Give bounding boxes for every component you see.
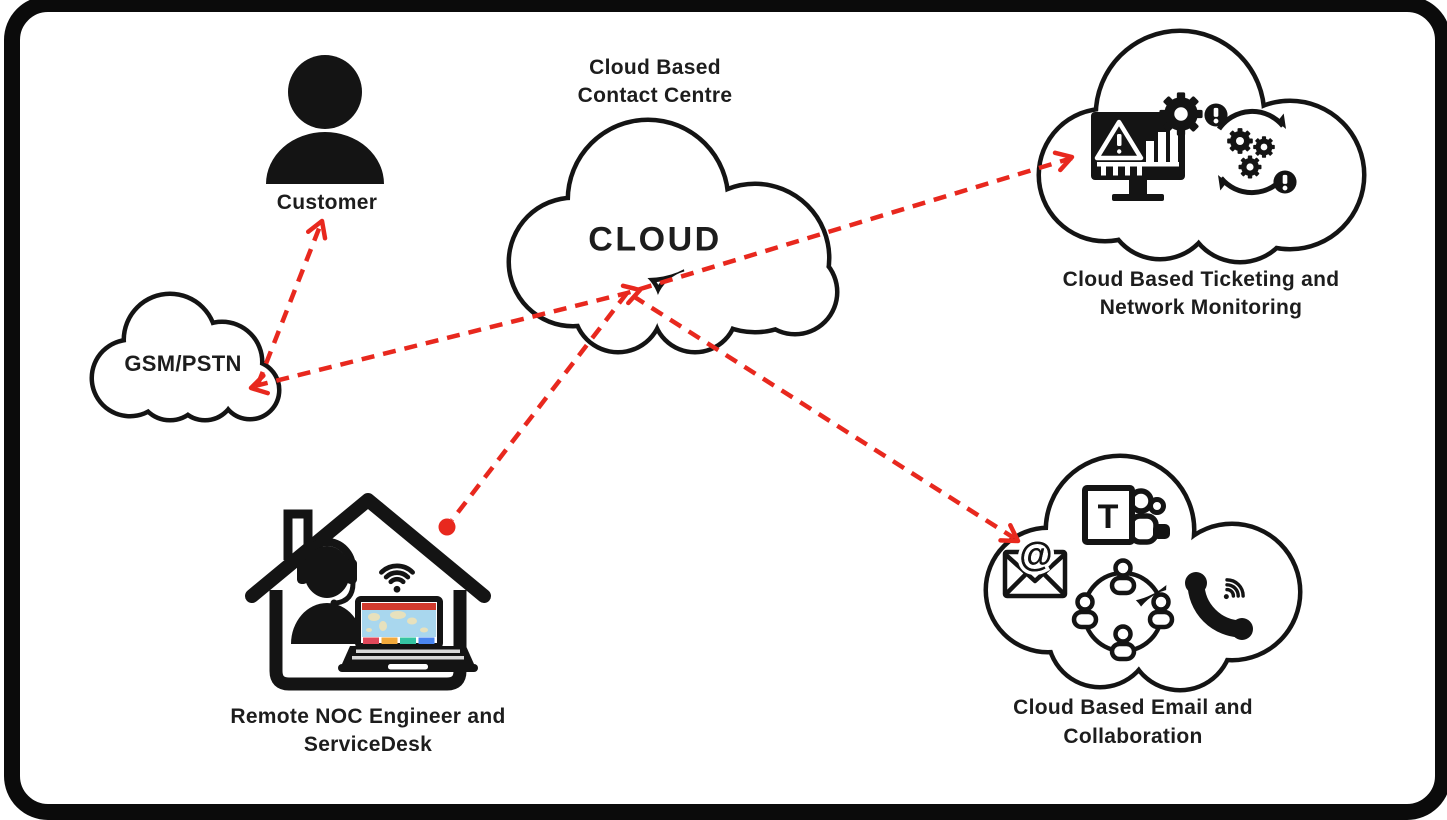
arrowhead-at-email	[998, 523, 1021, 544]
alert-badge-icon	[1204, 103, 1228, 127]
map-continents	[366, 611, 428, 633]
support-agent-headset-icon	[291, 538, 363, 644]
gsm-pstn-label: GSM/PSTN	[124, 351, 242, 376]
sync-gears-alert-icon	[1204, 103, 1297, 196]
arrowhead-at-cloud-centre	[620, 283, 643, 306]
person-silhouette-icon	[266, 55, 384, 184]
laptop-world-map-icon	[338, 596, 478, 672]
email-at-icon: @ @	[1002, 533, 1068, 599]
email-label-line1: Cloud Based Email and	[1013, 696, 1253, 719]
teams-icon: T	[1082, 485, 1170, 545]
line-cloud-to-email	[631, 294, 1016, 540]
contact-centre-title-line1: Cloud Based	[589, 56, 721, 79]
noc-label-line2: ServiceDesk	[303, 733, 433, 756]
teams-t-glyph: T	[1098, 498, 1119, 536]
ticketing-label-line1: Cloud Based Ticketing and	[1062, 268, 1340, 291]
phone-icon	[1185, 572, 1253, 640]
endpoint-dot-at-house	[438, 518, 456, 536]
arrowhead-at-ticketing	[1052, 150, 1075, 173]
customer-label: Customer	[276, 191, 378, 214]
people-network-icon	[1074, 561, 1172, 660]
line-cloud-to-house	[450, 291, 629, 522]
line-gsm-to-customer	[255, 225, 323, 385]
contact-centre-title-line2: Contact Centre	[577, 84, 733, 107]
arrowhead-at-gsm	[248, 373, 270, 396]
ticketing-cloud	[1036, 28, 1367, 265]
noc-label-line1: Remote NOC Engineer and	[230, 705, 506, 728]
alert-badge-icon	[1273, 170, 1297, 194]
at-glyph: @	[1019, 536, 1052, 574]
connection-lines	[248, 150, 1075, 544]
ticketing-label-line2: Network Monitoring	[1099, 296, 1303, 319]
monitor-alert-chart-icon	[1091, 112, 1185, 201]
svg-text:@: @	[1019, 536, 1052, 574]
wifi-icon	[381, 566, 412, 593]
cloud-text: CLOUD	[588, 220, 722, 259]
contact-centre-cloud	[506, 117, 840, 355]
email-label-line2: Collaboration	[1063, 725, 1203, 748]
arrowhead-at-customer	[305, 218, 328, 241]
gear-icon	[1159, 92, 1203, 136]
